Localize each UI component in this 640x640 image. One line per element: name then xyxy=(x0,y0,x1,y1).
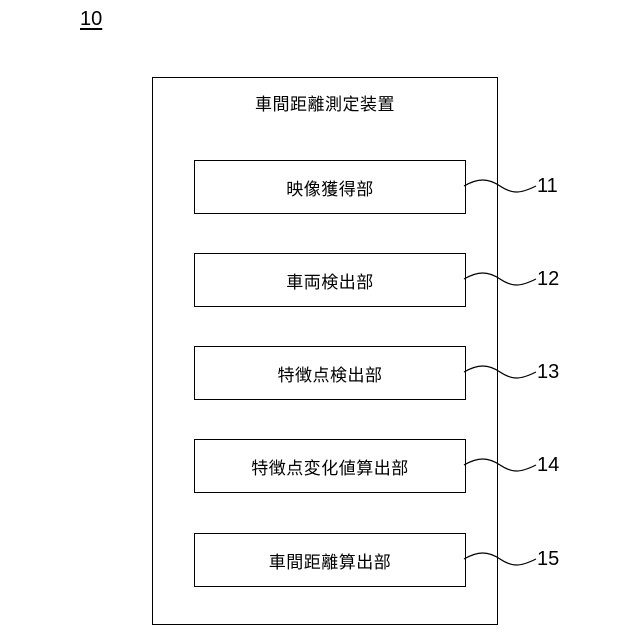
ref-number-13: 13 xyxy=(537,360,577,384)
unit-feature-point-detection: 特徴点検出部 xyxy=(194,346,466,400)
unit-distance-calculation: 車間距離算出部 xyxy=(194,533,466,587)
figure-reference-number: 10 xyxy=(80,8,102,31)
unit-vehicle-detection: 車両検出部 xyxy=(194,253,466,307)
inter-vehicle-distance-device: 車間距離測定装置 映像獲得部 車両検出部 特徴点検出部 特徴点変化値算出部 車間… xyxy=(152,77,498,625)
unit-image-acquisition: 映像獲得部 xyxy=(194,160,466,214)
unit-feature-point-change-calculation: 特徴点変化値算出部 xyxy=(194,439,466,493)
ref-number-14: 14 xyxy=(537,453,577,477)
ref-number-12: 12 xyxy=(537,267,577,291)
ref-number-15: 15 xyxy=(537,547,577,571)
device-title: 車間距離測定装置 xyxy=(153,90,497,115)
ref-number-11: 11 xyxy=(537,174,577,198)
